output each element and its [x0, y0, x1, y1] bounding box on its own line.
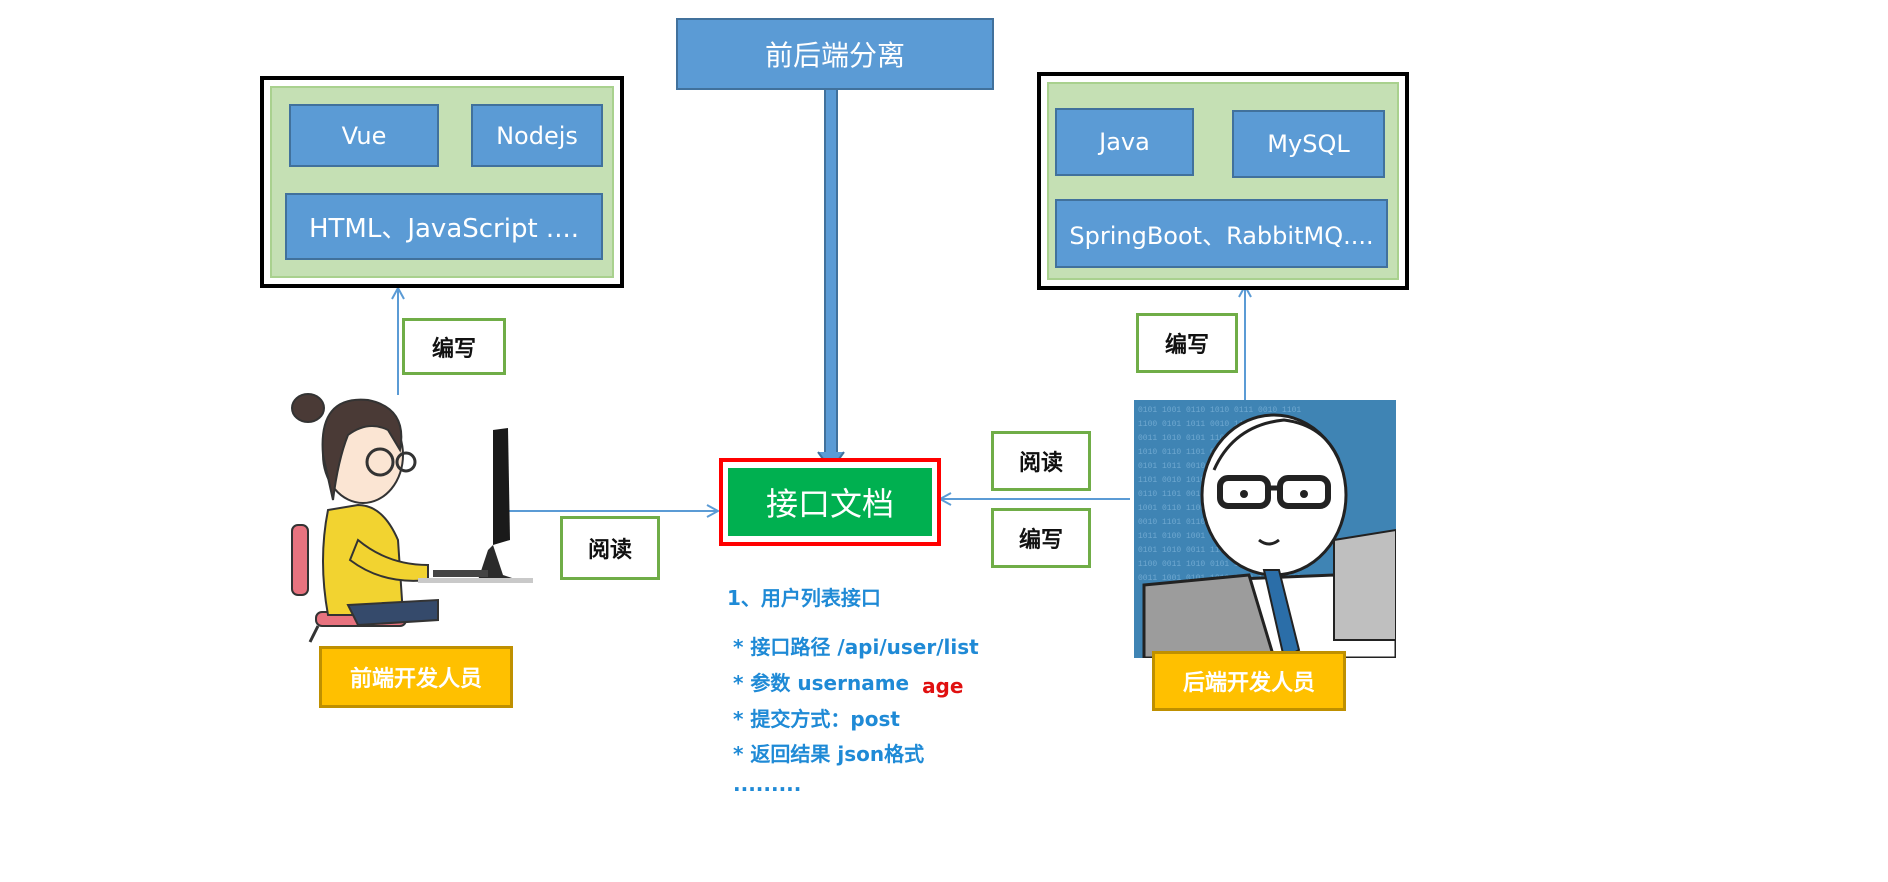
svg-text:0011 1010 0101 1100 0010 1011: 0011 1010 0101 1100 0010 1011 0101 — [1138, 434, 1301, 443]
tech-mysql: MySQL — [1232, 110, 1385, 178]
note-params: * 参数 username age — [733, 667, 964, 698]
tech-nodejs: Nodejs — [471, 104, 603, 167]
frontend-developer-illustration — [291, 393, 533, 643]
diagram-title: 前后端分离 — [676, 18, 994, 90]
tech-vue: Vue — [289, 104, 439, 167]
note-heading: 1、用户列表接口 — [727, 586, 881, 610]
backend-developer-illustration: 0101 1001 0110 1010 0111 0010 1101 1100 … — [1134, 400, 1396, 658]
api-doc-label: 接口文档 — [728, 468, 932, 536]
note-method: * 提交方式：post — [733, 707, 900, 731]
backend-read-label: 阅读 — [991, 431, 1091, 491]
note-more: ......... — [733, 772, 802, 796]
svg-text:0101 1010 0011 1100 0110 1001: 0101 1010 0011 1100 0110 1001 0101 — [1138, 546, 1301, 555]
frontend-write-label: 编写 — [402, 318, 506, 375]
backend-write-label-2: 编写 — [991, 508, 1091, 568]
tech-java: Java — [1055, 108, 1194, 176]
note-params-text: * 参数 username — [733, 671, 910, 695]
note-params-extra: age — [922, 674, 964, 698]
backend-write-label: 编写 — [1136, 313, 1238, 373]
backend-role-label: 后端开发人员 — [1152, 651, 1346, 711]
svg-text:0101 1001 0110 1010 0111 0010: 0101 1001 0110 1010 0111 0010 1101 — [1138, 406, 1301, 415]
frontend-role-label: 前端开发人员 — [319, 646, 513, 708]
api-doc-box: 接口文档 — [719, 458, 941, 546]
tech-springboot: SpringBoot、RabbitMQ.... — [1055, 199, 1388, 268]
tech-html-js: HTML、JavaScript .... — [285, 193, 603, 260]
svg-text:1100 0101 1011 0010 1101 0110: 1100 0101 1011 0010 1101 0110 1010 — [1138, 420, 1301, 429]
frontend-read-label: 阅读 — [560, 516, 660, 580]
svg-text:1100 0011 1010 0101 1001 0110: 1100 0011 1010 0101 1001 0110 1011 — [1138, 560, 1301, 569]
note-result: * 返回结果 json格式 — [733, 742, 925, 766]
note-path: * 接口路径 /api/user/list — [733, 635, 979, 659]
